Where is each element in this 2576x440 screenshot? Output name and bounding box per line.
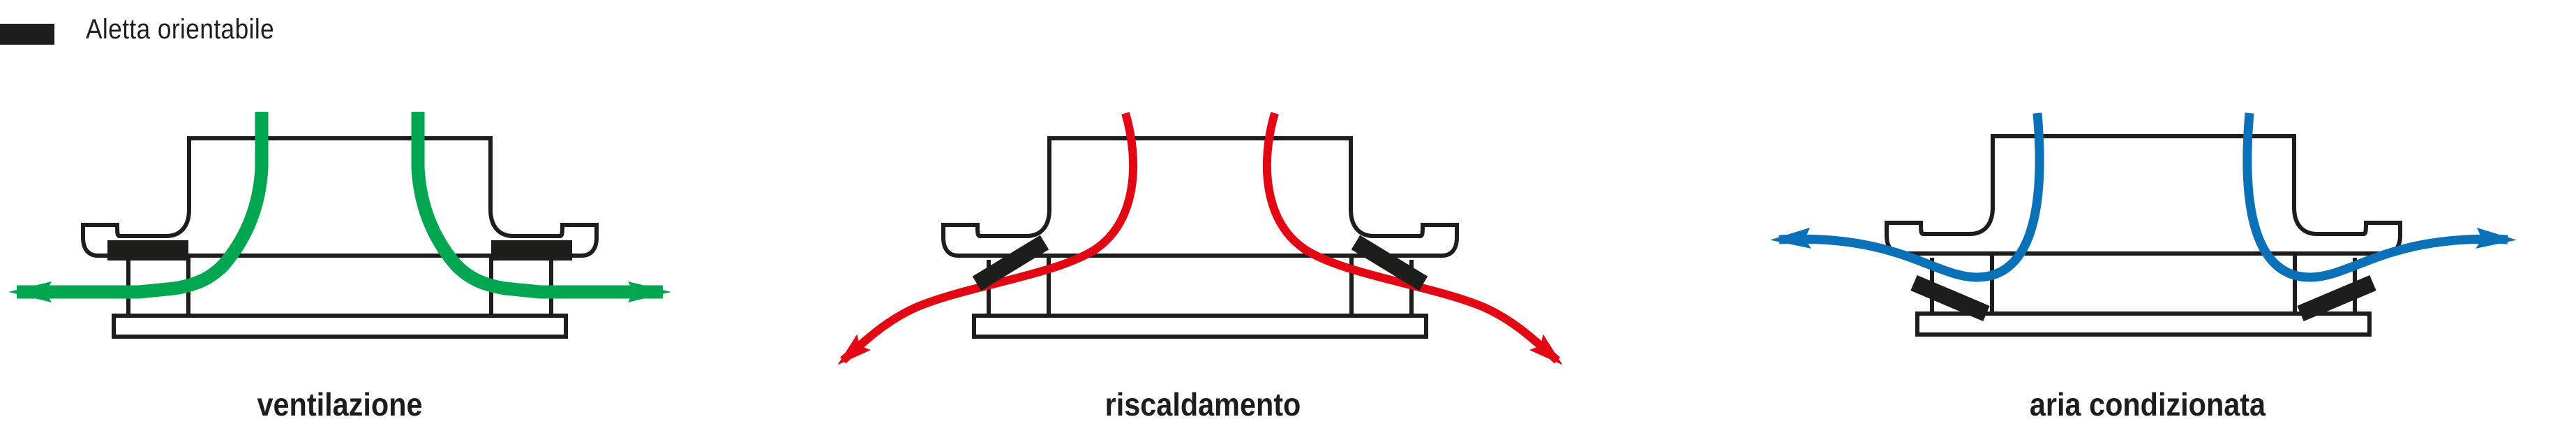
- diffuser-housing-left: [943, 138, 1200, 337]
- diagram-air-conditioning: [1770, 112, 2517, 335]
- right-flow: [2242, 112, 2517, 322]
- airflow-arrow-right: [1262, 112, 1563, 365]
- caption-ventilation: ventilazione: [257, 386, 423, 423]
- diffuser-housing-right: [340, 138, 597, 337]
- louver-left-tilted: [1910, 274, 1990, 322]
- airflow-arrow-left: [1770, 112, 2044, 282]
- left-flow: [8, 112, 269, 302]
- caption-heating: riscaldamento: [1104, 386, 1301, 423]
- louver-left-tilted: [972, 235, 1049, 291]
- diffuser-housing-left: [83, 138, 340, 337]
- caption-air-conditioning: aria condizionata: [2029, 386, 2266, 423]
- diagram-ventilation: [8, 112, 671, 337]
- airflow-arrow-left: [8, 112, 269, 302]
- louver-left-horizontal: [107, 240, 188, 261]
- diagram-heating: [837, 112, 1563, 365]
- right-flow: [1262, 112, 1563, 365]
- diffuser-housing-right: [1200, 138, 1457, 337]
- louver-right-tilted: [2297, 274, 2376, 322]
- diffuser-housing-right: [2143, 136, 2400, 335]
- legend-louver-swatch: [0, 24, 54, 45]
- legend-label: Aletta orientabile: [86, 14, 275, 45]
- airflow-arrow-left: [837, 112, 1138, 365]
- louver-right-tilted: [1351, 235, 1428, 291]
- left-flow: [1770, 112, 2044, 322]
- left-flow: [837, 112, 1138, 365]
- louver-right-horizontal: [491, 240, 572, 261]
- right-flow: [411, 112, 671, 302]
- airflow-arrow-right: [411, 112, 671, 302]
- airflow-arrow-right: [2242, 112, 2517, 282]
- diffuser-housing-left: [1887, 136, 2143, 335]
